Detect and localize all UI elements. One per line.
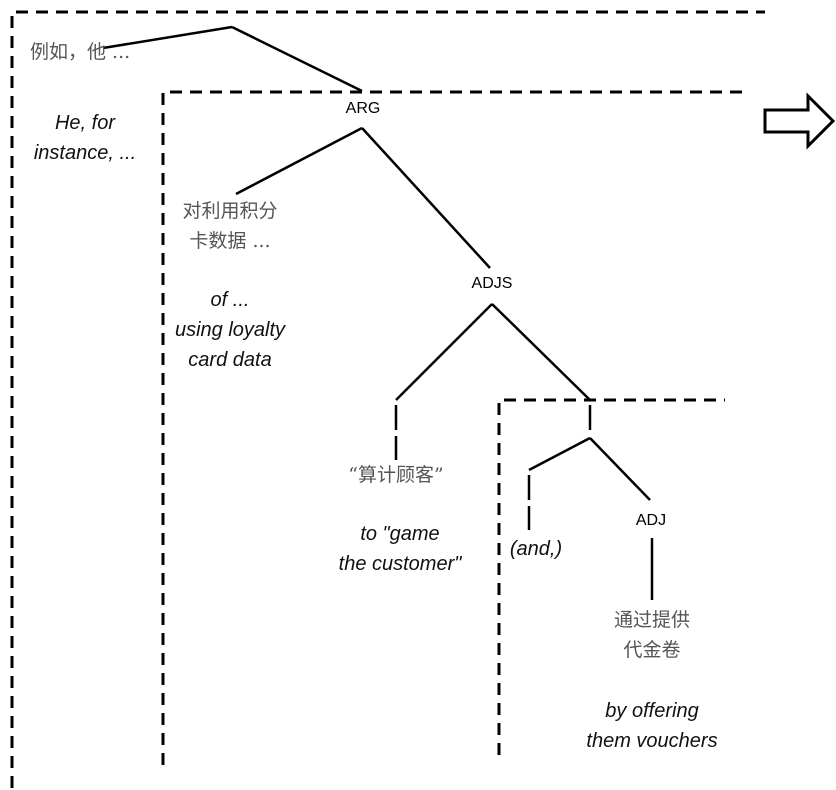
segment-1-english: He, for instance, ... [20, 108, 150, 168]
segment-3-english-line: the customer" [338, 553, 462, 575]
branch-root-arg [231, 25, 363, 93]
segment-2-english-line: using loyalty [174, 319, 286, 341]
segment-5-chinese-line: 代金卷 [623, 639, 681, 661]
branch-sub-adj [589, 437, 651, 501]
segment-2-english: of ... using loyalty card data [170, 285, 290, 375]
segment-5-chinese: 通过提供 代金卷 [592, 605, 712, 665]
segment-5-english-line: by offering [605, 700, 699, 722]
segment-1-english-line: instance, ... [33, 142, 137, 164]
branch-arg-adjs [361, 127, 491, 269]
branch-sub-left [528, 436, 591, 472]
segment-4-english: (and,) [509, 538, 563, 560]
segment-2-english-line: of ... [210, 289, 250, 311]
right-arrow-icon [763, 92, 836, 150]
branch-arg-left [235, 126, 363, 196]
segment-3-english-line: to "game [360, 523, 440, 545]
node-adjs: ADJS [471, 275, 513, 292]
inner-scope-box [497, 398, 725, 755]
branch-adjs-left [395, 303, 493, 401]
segment-3-english: to "game the customer" [320, 519, 480, 579]
segment-5-english: by offering them vouchers [567, 696, 737, 756]
branch-root-left [102, 25, 233, 50]
segment-5-chinese-line: 通过提供 [613, 609, 690, 631]
middle-scope-box [161, 90, 745, 765]
segment-3-chinese: “算计顾客” [348, 464, 444, 486]
segment-2-english-line: card data [188, 349, 272, 371]
segment-2-chinese-line: 对利用积分 [182, 200, 278, 222]
segment-2-chinese: 对利用积分 卡数据 ... [170, 196, 290, 256]
segment-1-chinese: 例如，他 ... [30, 41, 131, 63]
node-arg: ARG [345, 100, 381, 117]
segment-5-english-line: them vouchers [586, 730, 718, 752]
node-adj: ADJ [635, 512, 667, 529]
branch-adjs-right [491, 303, 591, 401]
segment-2-chinese-line: 卡数据 ... [189, 230, 271, 252]
segment-1-english-line: He, for [54, 112, 116, 134]
